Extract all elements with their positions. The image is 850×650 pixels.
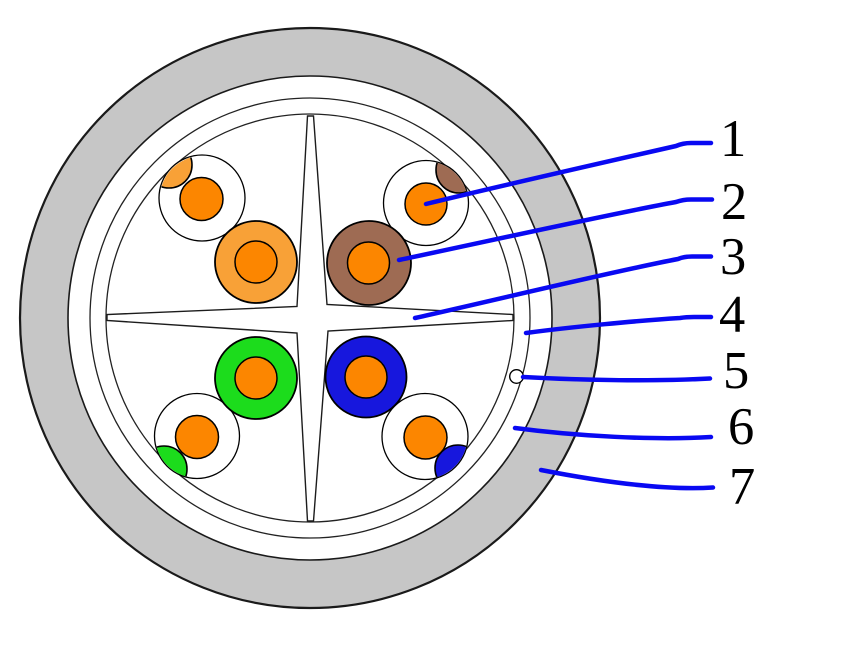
blue-white-wire-conductor <box>403 415 448 460</box>
cross-separator <box>106 115 514 522</box>
callout-label-1: 1 <box>720 110 746 168</box>
leader-line-4 <box>523 314 714 336</box>
callout-labels: 1 2 3 4 5 6 7 <box>719 110 755 516</box>
leader-line-6 <box>512 425 714 441</box>
green-white-wire-conductor <box>174 414 220 460</box>
orange-white-wire-conductor <box>179 176 224 222</box>
leader-line-7 <box>538 467 716 491</box>
wire-pair-green <box>153 336 298 480</box>
callout-label-3: 3 <box>720 228 746 286</box>
leader-line-1 <box>423 140 714 207</box>
leader-line-5 <box>520 374 713 383</box>
leader-line-2 <box>396 197 715 263</box>
orange-wire-conductor <box>234 240 278 284</box>
callout-label-2: 2 <box>721 173 747 231</box>
blue-wire-conductor <box>344 355 388 399</box>
brown-wire-conductor <box>346 241 391 285</box>
callout-label-6: 6 <box>728 398 754 456</box>
green-wire-conductor <box>234 356 278 400</box>
callout-label-4: 4 <box>719 286 745 344</box>
callout-label-5: 5 <box>723 342 749 400</box>
callout-label-7: 7 <box>729 458 755 516</box>
leader-line-3 <box>412 254 714 321</box>
leader-lines <box>396 140 716 491</box>
